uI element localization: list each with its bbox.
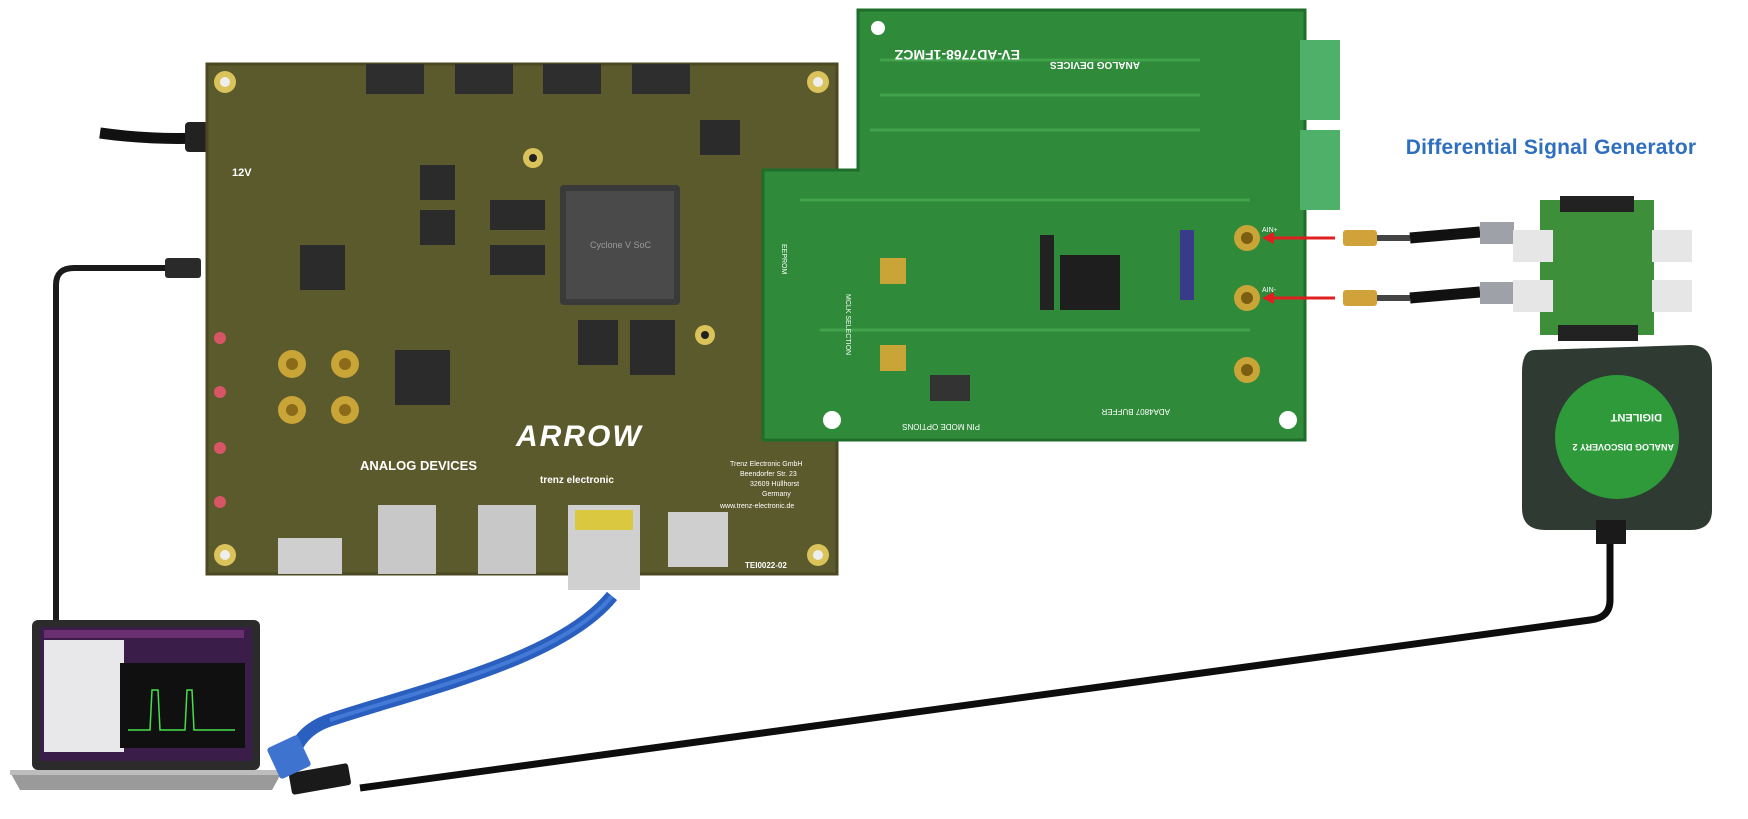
eval-label-buffer: ADA4807 BUFFER bbox=[1101, 407, 1170, 416]
coax-cables bbox=[1343, 222, 1514, 306]
input-arrows bbox=[1262, 232, 1335, 304]
ethernet-cable bbox=[284, 591, 618, 763]
usb-plug-laptop bbox=[289, 763, 351, 795]
analog-discovery: DIGILENT ANALOG DISCOVERY 2 bbox=[1513, 196, 1712, 544]
diagram-title: Differential Signal Generator bbox=[1405, 136, 1697, 159]
arrow-logo: ARROW bbox=[515, 420, 643, 453]
address-line-3: 32609 Hüllhorst bbox=[750, 481, 799, 488]
trenz-logo: trenz electronic bbox=[540, 475, 614, 486]
discovery-product-text: ANALOG DISCOVERY 2 bbox=[1572, 442, 1674, 452]
eval-label-eeprom: EEPROM bbox=[780, 244, 787, 275]
usb-cable-discovery-to-laptop bbox=[359, 540, 1614, 792]
usb-plug-carrier bbox=[165, 258, 201, 278]
eval-board-vendor: ANALOG DEVICES bbox=[1050, 59, 1140, 70]
eval-label-ain-plus: AIN+ bbox=[1262, 227, 1278, 234]
eval-label-pin-mode: PIN MODE OPTIONS bbox=[902, 422, 980, 431]
website-text: www.trenz-electronic.de bbox=[719, 503, 794, 510]
laptop bbox=[10, 620, 282, 790]
address-line-1: Trenz Electronic GmbH bbox=[730, 461, 802, 468]
eval-label-ain-minus: AIN- bbox=[1262, 287, 1277, 294]
digilent-text: DIGILENT bbox=[1610, 411, 1662, 423]
eval-label-mclk: MCLK SELECTION bbox=[844, 294, 851, 355]
fpga-text: Cyclone V SoC bbox=[590, 240, 652, 250]
ethernet-plug-laptop bbox=[267, 735, 311, 779]
power-label: 12V bbox=[232, 167, 252, 179]
address-line-2: Beendorfer Str. 23 bbox=[740, 471, 797, 478]
eval-board-name: EV-AD7768-1FMCZ bbox=[894, 47, 1020, 63]
carrier-vendor-text: ANALOG DEVICES bbox=[360, 458, 477, 473]
part-number-text: TEI0022-02 bbox=[745, 561, 787, 570]
usb-cable-laptop-to-carrier bbox=[53, 265, 175, 620]
address-line-4: Germany bbox=[762, 491, 791, 498]
carrier-board: ARROW ANALOG DEVICES Trenz Electronic Gm… bbox=[205, 62, 839, 590]
eval-board: EV-AD7768-1FMCZ ANALOG DEVICES PIN MODE … bbox=[761, 8, 1340, 442]
